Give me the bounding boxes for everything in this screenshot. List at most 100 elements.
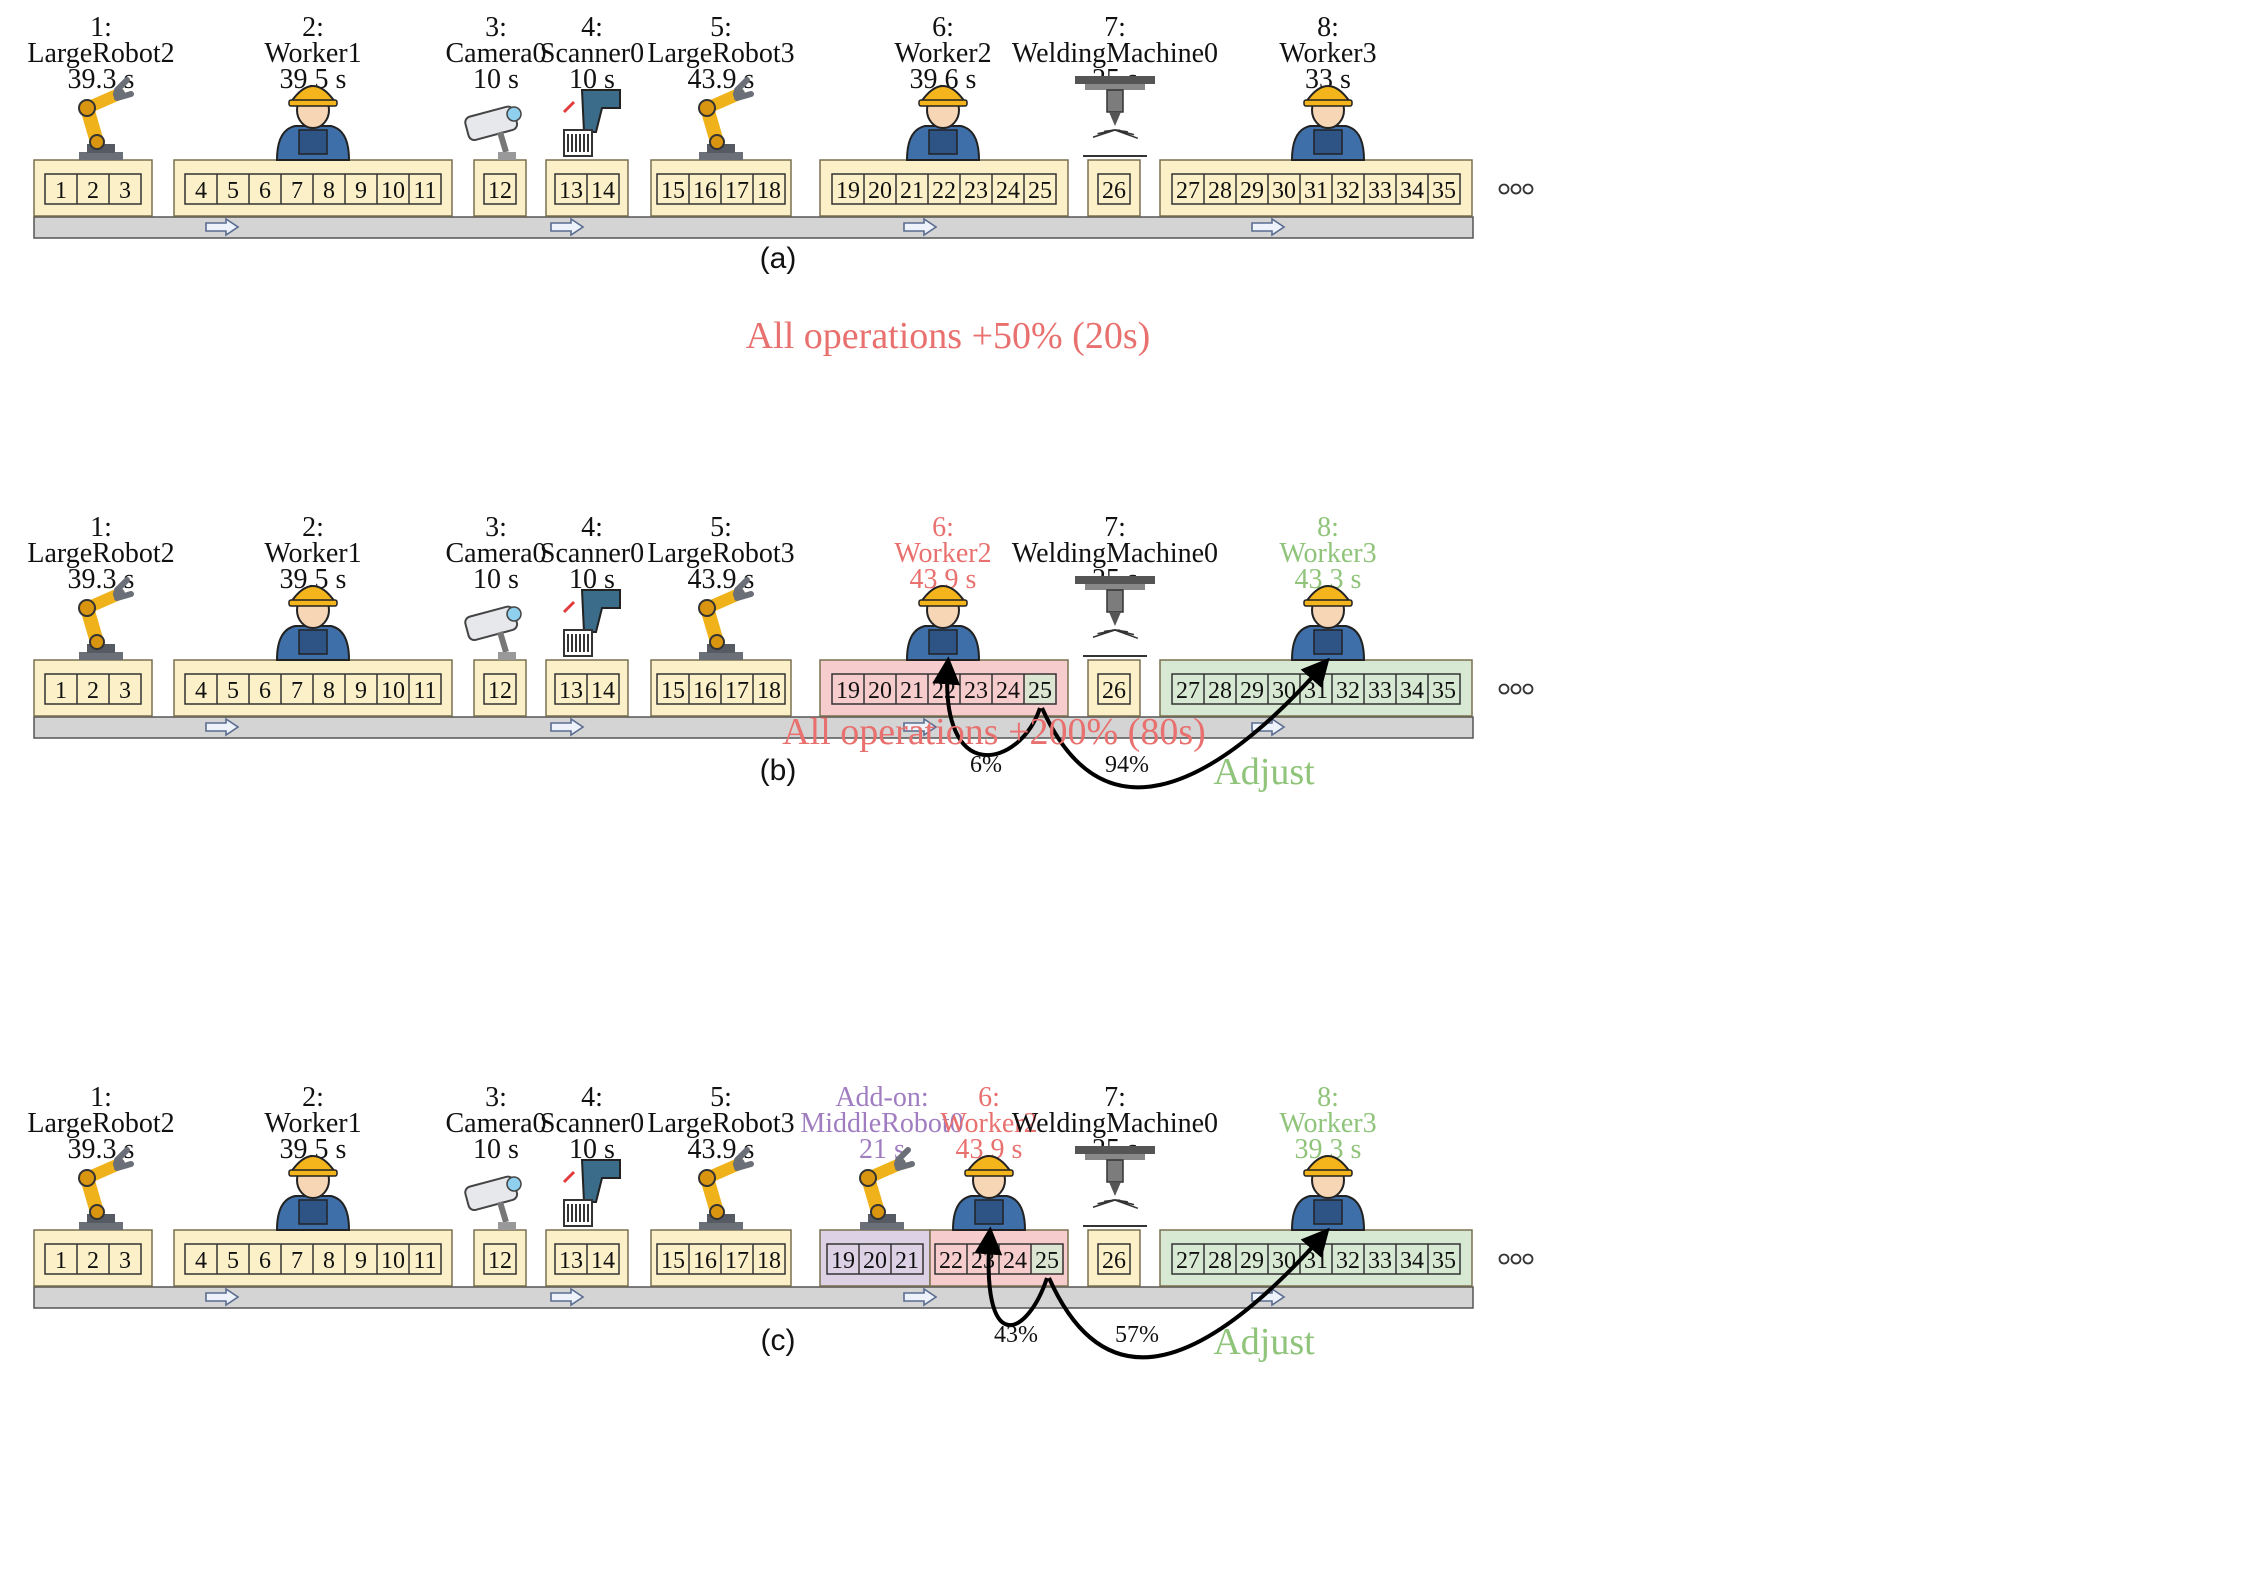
station-time: 10 s [473,564,519,595]
slot-24: 24 [996,178,1020,204]
camera-icon [464,1175,521,1230]
slot-11: 11 [413,178,436,204]
adjust-label: Adjust [1213,751,1315,793]
slot-7: 7 [291,678,303,704]
slot-32: 32 [1336,678,1360,704]
slot-28: 28 [1208,678,1232,704]
slot-25: 25 [1028,178,1052,204]
slot-32: 32 [1336,178,1360,204]
slot-23: 23 [971,1248,995,1274]
station-time: 10 s [473,64,519,95]
panel-caption: (a) [760,242,797,275]
slot-2: 2 [87,1248,99,1274]
slot-12: 12 [488,178,512,204]
slot-13: 13 [559,678,583,704]
slot-32: 32 [1336,1248,1360,1274]
slot-23: 23 [964,678,988,704]
percentage-label: 57% [1115,1322,1159,1348]
slot-29: 29 [1240,1248,1264,1274]
ellipsis-dots-icon [1524,185,1533,194]
slot-22: 22 [932,178,956,204]
slot-8: 8 [323,1248,335,1274]
slot-10: 10 [381,1248,405,1274]
slot-35: 35 [1432,678,1456,704]
slot-9: 9 [355,178,367,204]
ellipsis-dots-icon [1500,185,1509,194]
ellipsis-dots-icon [1524,1255,1533,1264]
slot-9: 9 [355,1248,367,1274]
slot-5: 5 [227,1248,239,1274]
slot-16: 16 [693,678,717,704]
slot-2: 2 [87,178,99,204]
slot-17: 17 [725,178,749,204]
slot-28: 28 [1208,178,1232,204]
slot-21: 21 [895,1248,919,1274]
slot-24: 24 [996,678,1020,704]
slot-20: 20 [868,678,892,704]
slot-5: 5 [227,678,239,704]
slot-9: 9 [355,678,367,704]
slot-27: 27 [1176,1248,1200,1274]
slot-30: 30 [1272,178,1296,204]
slot-34: 34 [1400,1248,1424,1274]
slot-7: 7 [291,178,303,204]
slot-19: 19 [836,178,860,204]
slot-22: 22 [932,678,956,704]
slot-20: 20 [863,1248,887,1274]
slot-3: 3 [119,678,131,704]
welding-machine-icon [1075,1146,1155,1226]
slot-7: 7 [291,1248,303,1274]
slot-4: 4 [195,1248,207,1274]
slot-31: 31 [1304,178,1328,204]
slot-29: 29 [1240,178,1264,204]
percentage-label: 6% [970,752,1002,778]
slot-17: 17 [725,678,749,704]
slot-26: 26 [1102,178,1126,204]
ellipsis-dots-icon [1512,185,1521,194]
slot-22: 22 [939,1248,963,1274]
worker-icon [277,1156,349,1230]
slot-19: 19 [831,1248,855,1274]
panel-caption: (c) [761,1324,796,1357]
slot-28: 28 [1208,1248,1232,1274]
slot-15: 15 [661,678,685,704]
slot-11: 11 [413,1248,436,1274]
slot-3: 3 [119,178,131,204]
slot-33: 33 [1368,678,1392,704]
scanner-icon [564,1160,620,1226]
scanner-icon [564,590,620,656]
slot-6: 6 [259,678,271,704]
slot-29: 29 [1240,678,1264,704]
camera-icon [464,105,521,160]
ellipsis-dots-icon [1512,1255,1521,1264]
slot-25-overlay: 25 [1028,678,1052,704]
slot-10: 10 [381,678,405,704]
slot-21: 21 [900,178,924,204]
scenario-header: All operations +50% (20s) [746,315,1151,357]
slot-27: 27 [1176,178,1200,204]
slot-17: 17 [725,1248,749,1274]
slot-24: 24 [1003,1248,1027,1274]
worker-icon [1292,86,1364,160]
slot-4: 4 [195,178,207,204]
slot-13: 13 [559,1248,583,1274]
slot-12: 12 [488,678,512,704]
slot-14: 14 [591,1248,615,1274]
worker-icon [277,586,349,660]
slot-10: 10 [381,178,405,204]
slot-14: 14 [591,178,615,204]
panel-caption: (b) [760,754,797,787]
slot-16: 16 [693,1248,717,1274]
